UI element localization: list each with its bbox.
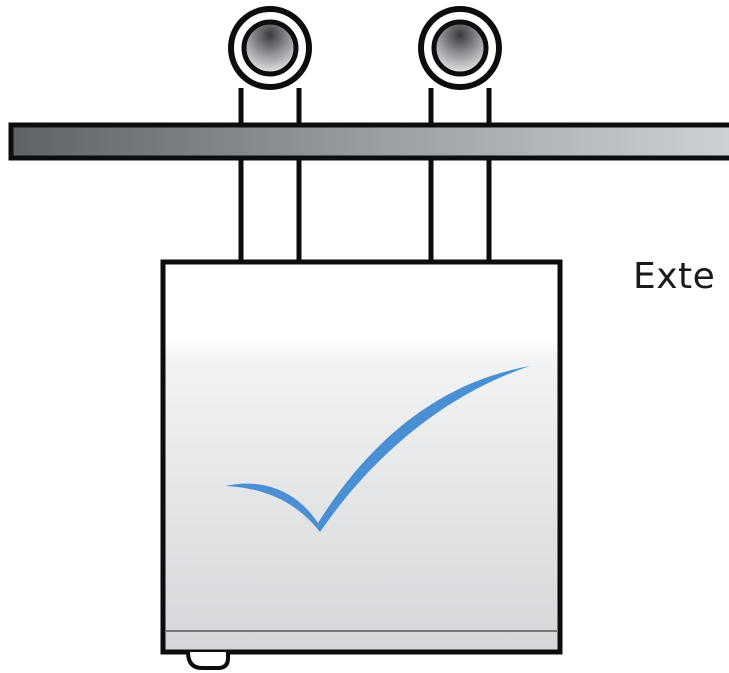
pipes [238,88,492,262]
checkmark-icon [225,366,530,532]
pipe-elbow-left-icon [228,6,312,90]
pipe-elbow-right-icon [418,6,502,90]
drain-outlet-icon [186,651,230,670]
boiler-unit [160,259,563,655]
side-label: Exte [633,256,716,297]
horizontal-pipe [8,122,729,161]
